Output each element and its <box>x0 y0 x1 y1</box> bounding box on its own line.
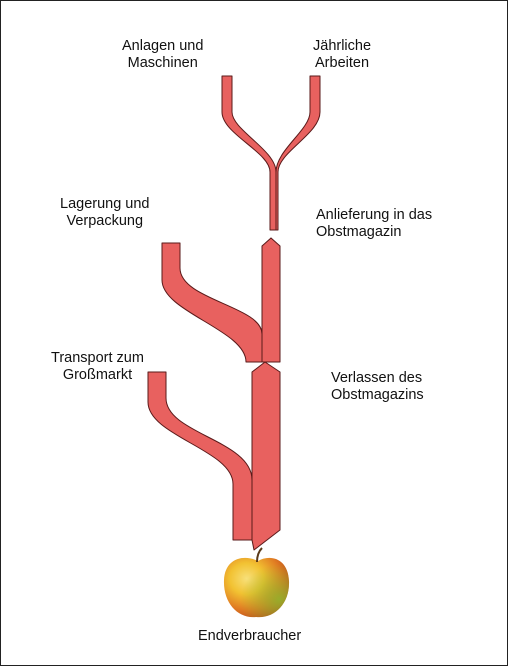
flow-transport <box>148 372 252 540</box>
label-leaving: Verlassen des Obstmagazins <box>331 370 424 404</box>
label-storage-packaging: Lagerung und Verpackung <box>60 196 150 230</box>
label-delivery: Anlieferung in das Obstmagazin <box>316 207 432 241</box>
label-annual-work: Jährliche Arbeiten <box>313 38 371 72</box>
label-consumer: Endverbraucher <box>198 628 301 645</box>
label-transport: Transport zum Großmarkt <box>51 350 144 384</box>
flow-segments <box>148 76 320 550</box>
apple-icon <box>224 548 289 617</box>
label-machines: Anlagen und Maschinen <box>122 38 203 72</box>
flow-annual-work <box>276 76 320 230</box>
flow-storage <box>162 243 262 362</box>
flow-leaving-segment <box>252 362 280 550</box>
flow-trunk-upper <box>262 238 280 362</box>
flow-machines <box>222 76 276 230</box>
